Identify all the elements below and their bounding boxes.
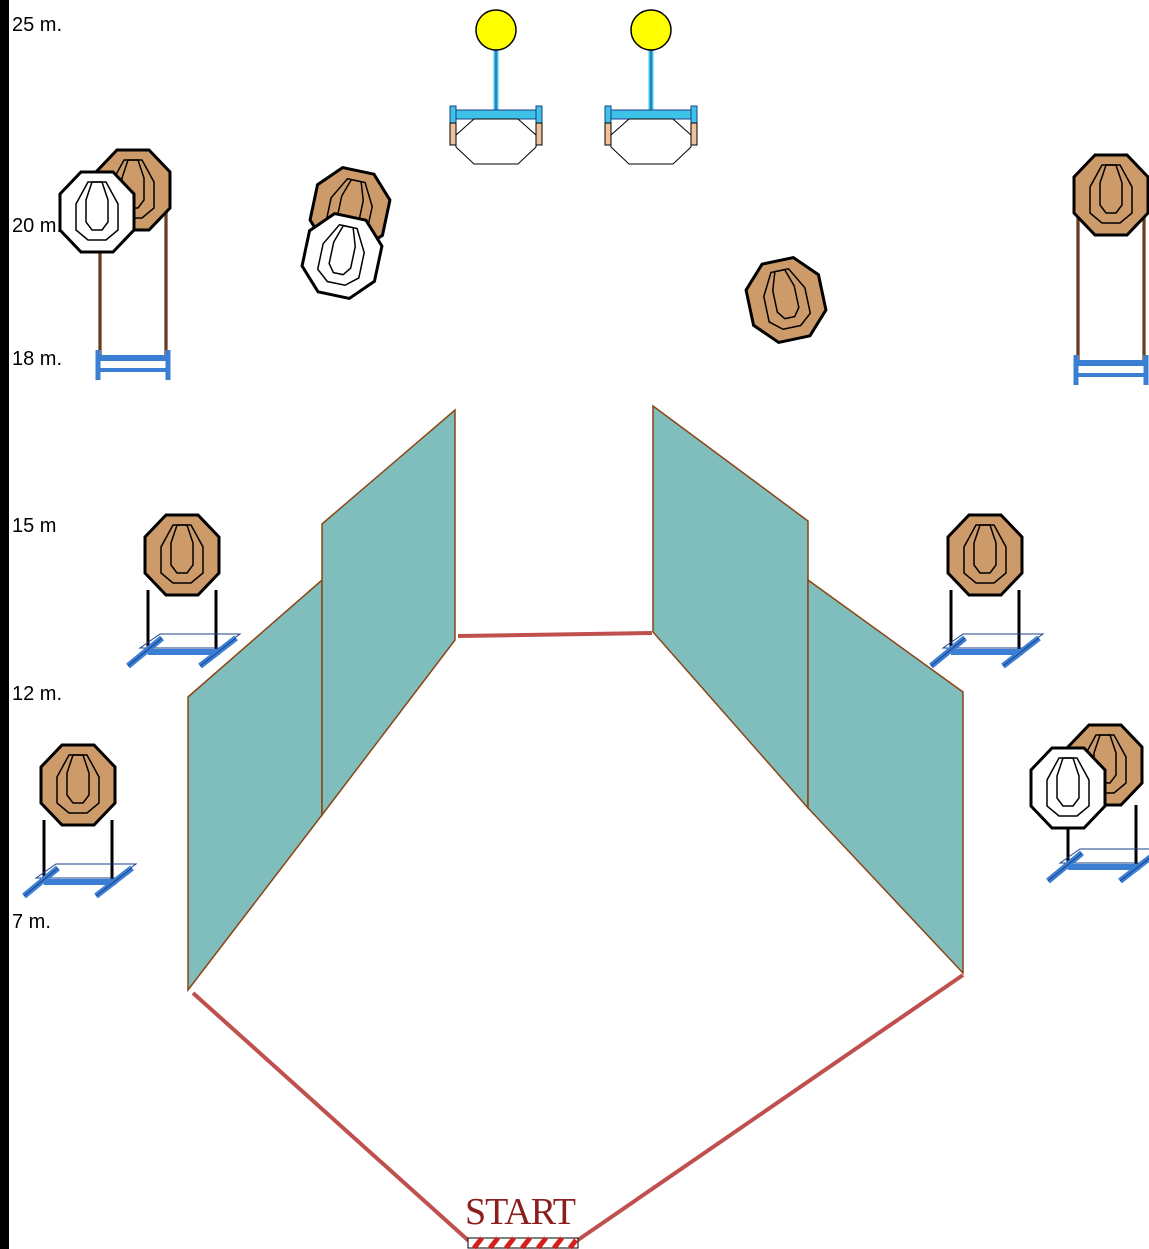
fault-line-right [573,973,965,1244]
ipsc-paper-target-icon [39,743,117,827]
target-stand-icon [1076,215,1146,385]
target-stand-icon [24,820,136,896]
ipsc-paper-target-icon [946,513,1024,597]
wall-right-outer [807,578,964,975]
fault-line-inner [457,631,653,638]
distance-label-20m: 20 m. [12,215,63,237]
left-border [0,0,9,1249]
ipsc-paper-target-icon [739,251,833,349]
steel-popper-icon [605,10,697,164]
distance-label-7m: 7 m. [12,911,51,933]
no-shoot-target-icon [1029,746,1107,830]
wall-right-inner [652,404,809,810]
target-stand-icon [128,590,240,666]
walls [187,404,964,993]
ipsc-paper-target-icon [1072,153,1149,237]
steel-popper-icon [450,10,542,164]
distance-label-18m: 18 m. [12,348,63,370]
start-box [467,1236,579,1249]
wall-left-inner [321,408,456,818]
fault-lines [191,631,965,1244]
ipsc-paper-target-icon [143,513,221,597]
start-label: START [465,1191,576,1233]
distance-label-25m: 25 m. [12,14,63,36]
wall-left-outer [187,578,323,993]
target-stand-icon [931,590,1043,666]
distance-label-12m: 12 m. [12,683,63,705]
distance-label-15m: 15 m [12,515,57,537]
no-shoot-target-icon [58,170,136,254]
fault-line-left [191,991,472,1244]
